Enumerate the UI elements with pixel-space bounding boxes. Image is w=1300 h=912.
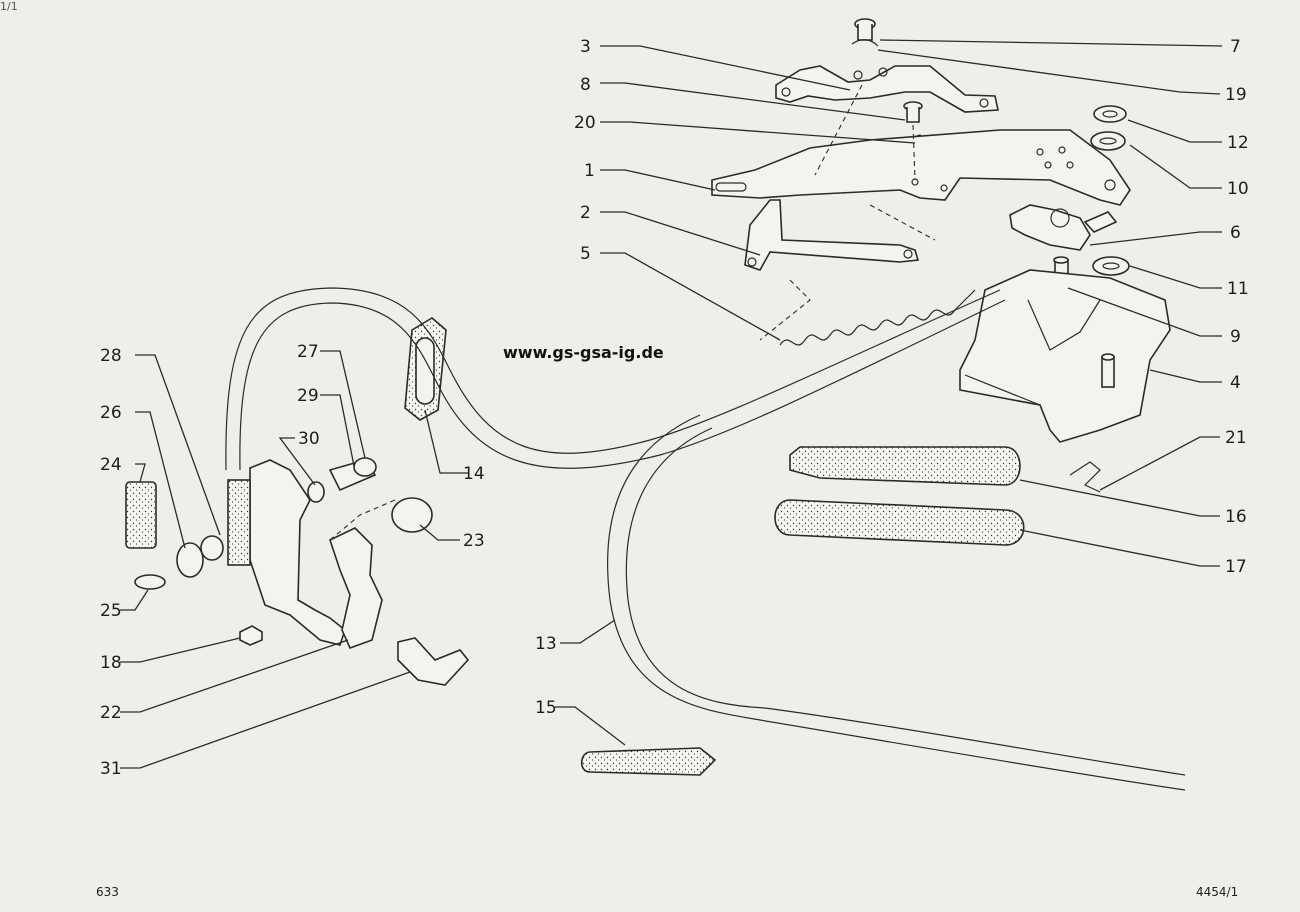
part-31-bracket [397, 637, 470, 686]
callout-labels: 3 7 8 19 20 12 1 10 2 6 5 11 9 4 28 27 2… [100, 37, 1249, 779]
callout-6: 6 [1230, 223, 1241, 243]
callout-4: 4 [1230, 373, 1241, 393]
callout-25: 25 [100, 601, 122, 621]
parts-group [125, 18, 1186, 791]
part-4-housing-bracket [959, 269, 1171, 443]
part-30-washer [307, 481, 325, 503]
callout-30: 30 [298, 429, 320, 449]
callout-2: 2 [580, 203, 591, 223]
callout-15: 15 [535, 698, 557, 718]
corner-mark: 1/1 [0, 0, 18, 13]
callout-29: 29 [297, 386, 319, 406]
part-29-nut [353, 457, 377, 477]
drawing-reference: 4454/1 [1196, 885, 1239, 899]
part-5-spring [779, 289, 976, 346]
callout-16: 16 [1225, 507, 1247, 527]
part-28-bush [200, 535, 224, 561]
leader-lines [120, 39, 1223, 769]
part-12-washer [1093, 105, 1127, 123]
callout-17: 17 [1225, 557, 1247, 577]
callout-8: 8 [580, 75, 591, 95]
part-25-washer [134, 574, 166, 590]
callout-26: 26 [100, 403, 122, 423]
part-13-cable [607, 414, 1186, 791]
callout-3: 3 [580, 37, 591, 57]
part-18-nut [239, 625, 263, 646]
callout-7: 7 [1230, 37, 1241, 57]
part-17-tube [774, 499, 1025, 546]
callout-19: 19 [1225, 85, 1247, 105]
callout-14: 14 [463, 464, 485, 484]
hose-main [225, 287, 1001, 471]
callout-13: 13 [535, 634, 557, 654]
part-23-cam [391, 497, 433, 533]
part-21-clip [1069, 461, 1101, 493]
part-22-lever-arm [329, 527, 383, 650]
part-24-spring [125, 481, 157, 549]
callout-21: 21 [1225, 428, 1247, 448]
part-2-link-arm [744, 199, 920, 271]
callout-1: 1 [584, 161, 595, 181]
page-number: 633 [96, 885, 119, 899]
part-16-tube [789, 446, 1021, 486]
lever-assembly [249, 459, 346, 646]
part-11-washer [1092, 256, 1130, 276]
callout-5: 5 [580, 244, 591, 264]
callout-10: 10 [1227, 179, 1249, 199]
part-10-washer [1090, 131, 1126, 151]
callout-23: 23 [463, 531, 485, 551]
callout-12: 12 [1227, 133, 1249, 153]
callout-11: 11 [1227, 279, 1249, 299]
part-1-lever-plate [711, 129, 1131, 206]
part-26-cap [176, 542, 204, 578]
callout-22: 22 [100, 703, 122, 723]
part-15-tube [580, 747, 717, 776]
callout-27: 27 [297, 342, 319, 362]
callout-20: 20 [574, 113, 596, 133]
callout-9: 9 [1230, 327, 1241, 347]
part-6-cable-clamp [1009, 204, 1091, 251]
callout-28: 28 [100, 346, 122, 366]
watermark-url: www.gs-gsa-ig.de [503, 343, 664, 362]
callout-31: 31 [100, 759, 122, 779]
callout-24: 24 [100, 455, 122, 475]
part-3-top-bracket [775, 65, 999, 113]
callout-18: 18 [100, 653, 122, 673]
